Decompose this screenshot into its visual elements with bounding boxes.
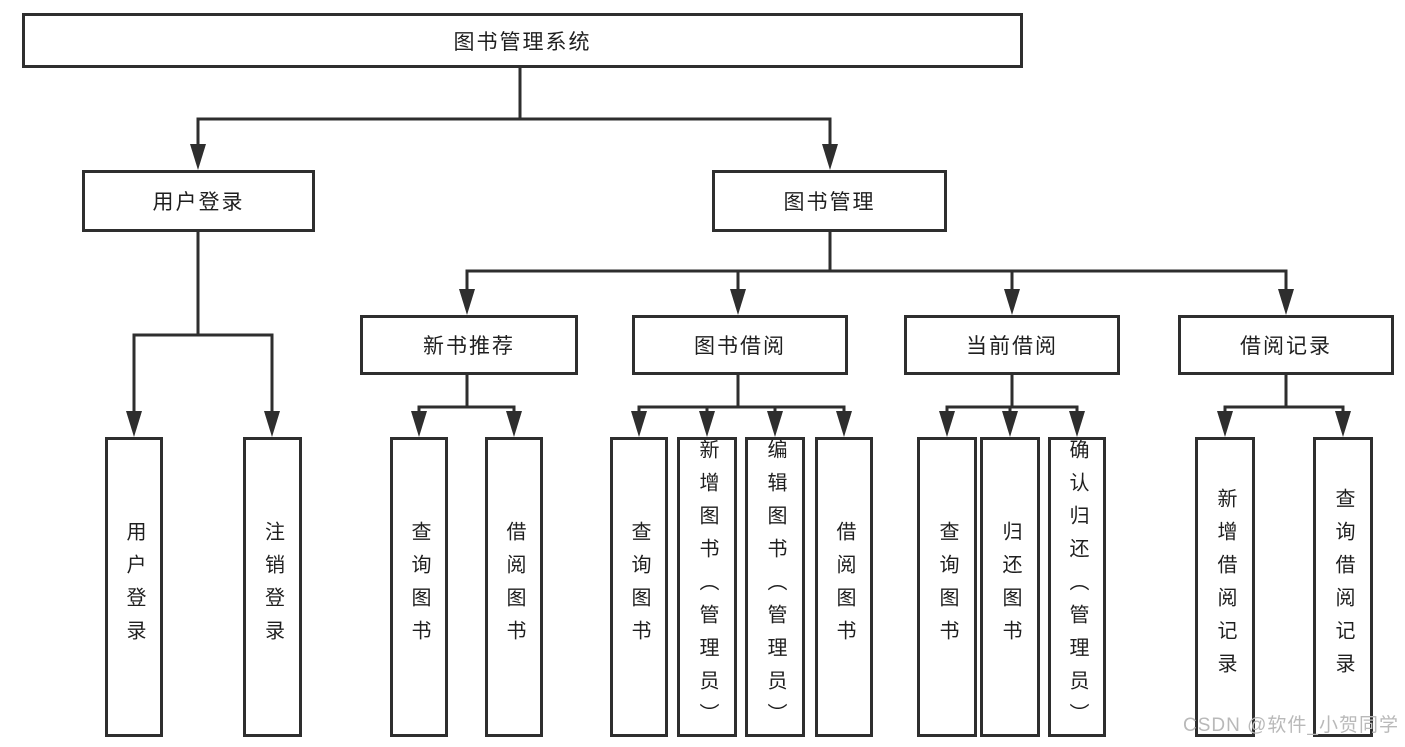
node-leaf-query-books-3: 查询图书 <box>917 437 977 737</box>
leaf-label: 编辑图书（管理员） <box>764 438 786 736</box>
node-leaf-logout: 注销登录 <box>243 437 302 737</box>
node-leaf-user-login: 用户登录 <box>105 437 163 737</box>
node-root: 图书管理系统 <box>22 13 1023 68</box>
node-book-management: 图书管理 <box>712 170 947 232</box>
node-new-book-recommend: 新书推荐 <box>360 315 578 375</box>
csdn-watermark: CSDN @软件_小贺同学 <box>1183 715 1399 736</box>
node-leaf-borrow-books-1: 借阅图书 <box>485 437 543 737</box>
node-borrow-records: 借阅记录 <box>1178 315 1394 375</box>
leaf-label: 借阅图书 <box>833 521 855 653</box>
leaf-label: 新增图书（管理员） <box>696 438 718 736</box>
node-leaf-confirm-return-admin: 确认归还（管理员） <box>1048 437 1106 737</box>
node-leaf-query-borrow-record: 查询借阅记录 <box>1313 437 1373 737</box>
node-leaf-return-books: 归还图书 <box>980 437 1040 737</box>
leaf-label: 确认归还（管理员） <box>1066 438 1088 736</box>
leaf-label: 查询图书 <box>628 521 650 653</box>
leaf-label: 查询借阅记录 <box>1332 488 1354 686</box>
node-leaf-edit-books-admin: 编辑图书（管理员） <box>745 437 805 737</box>
arrowheads <box>126 144 1351 437</box>
leaf-label: 借阅图书 <box>503 521 525 653</box>
node-book-borrow: 图书借阅 <box>632 315 848 375</box>
leaf-label: 查询图书 <box>408 521 430 653</box>
node-leaf-query-books-1: 查询图书 <box>390 437 448 737</box>
node-user-login: 用户登录 <box>82 170 315 232</box>
node-leaf-query-books-2: 查询图书 <box>610 437 668 737</box>
node-current-borrow: 当前借阅 <box>904 315 1120 375</box>
node-leaf-add-books-admin: 新增图书（管理员） <box>677 437 737 737</box>
leaf-label: 归还图书 <box>999 521 1021 653</box>
leaf-label: 查询图书 <box>936 521 958 653</box>
node-leaf-borrow-books-2: 借阅图书 <box>815 437 873 737</box>
leaf-label: 用户登录 <box>123 521 145 653</box>
node-leaf-add-borrow-record: 新增借阅记录 <box>1195 437 1255 737</box>
leaf-label: 新增借阅记录 <box>1214 488 1236 686</box>
leaf-label: 注销登录 <box>261 521 284 653</box>
